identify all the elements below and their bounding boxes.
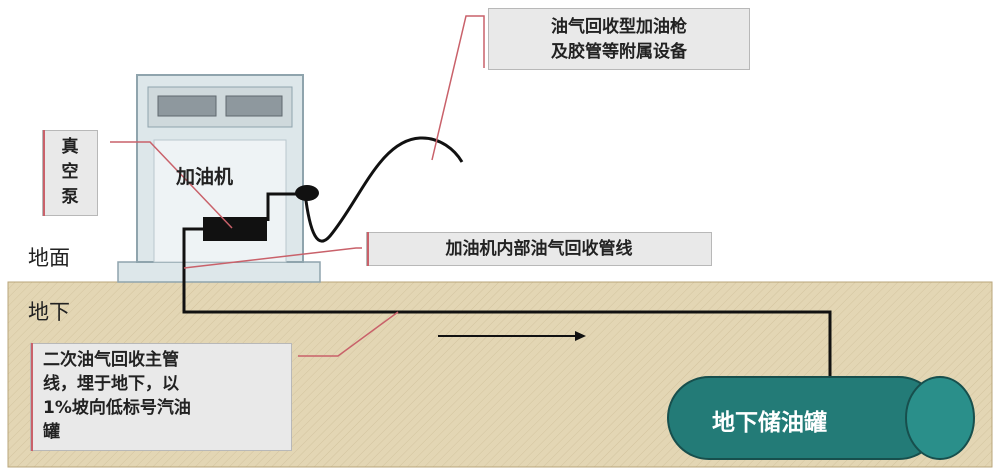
label-tank: 地下储油罐 — [712, 410, 827, 436]
dispenser-screen-left — [157, 95, 217, 117]
label-main-line: 二次油气回收主管 线，埋于地下，以 1%坡向低标号汽油 罐 — [43, 350, 191, 442]
flow-arrow-head — [575, 331, 586, 341]
label-pump: 真 空 泵 — [61, 137, 79, 207]
label-underground: 地下 — [28, 300, 70, 324]
leader-main-line — [298, 311, 399, 357]
dispenser-panel — [153, 139, 287, 263]
label-pump-box: 真 空 泵 — [42, 130, 98, 216]
label-ground: 地面 — [28, 246, 70, 270]
nozzle-head — [295, 185, 319, 201]
dispenser-screen-right — [225, 95, 283, 117]
tank-end-cap — [905, 376, 975, 460]
leader-nozzle — [431, 15, 485, 161]
label-nozzle-box: 油气回收型加油枪 及胶管等附属设备 — [488, 8, 750, 70]
nozzle-hose — [266, 136, 464, 243]
label-dispenser: 加油机 — [176, 166, 234, 188]
leader-pump — [110, 141, 233, 229]
label-pump-accent — [43, 130, 49, 216]
label-nozzle: 油气回收型加油枪 及胶管等附属设备 — [551, 17, 687, 62]
label-main-line-box: 二次油气回收主管 线，埋于地下，以 1%坡向低标号汽油 罐 — [30, 343, 292, 451]
label-internal-line-box: 加油机内部油气回收管线 — [366, 232, 712, 266]
label-internal-line: 加油机内部油气回收管线 — [445, 239, 633, 259]
leader-internal-line — [183, 247, 362, 269]
label-internal-line-accent — [367, 232, 373, 266]
vacuum-pump — [203, 217, 267, 241]
vapor-recovery-line — [182, 227, 832, 382]
dispenser-base — [117, 261, 321, 283]
label-main-line-accent — [31, 343, 37, 451]
